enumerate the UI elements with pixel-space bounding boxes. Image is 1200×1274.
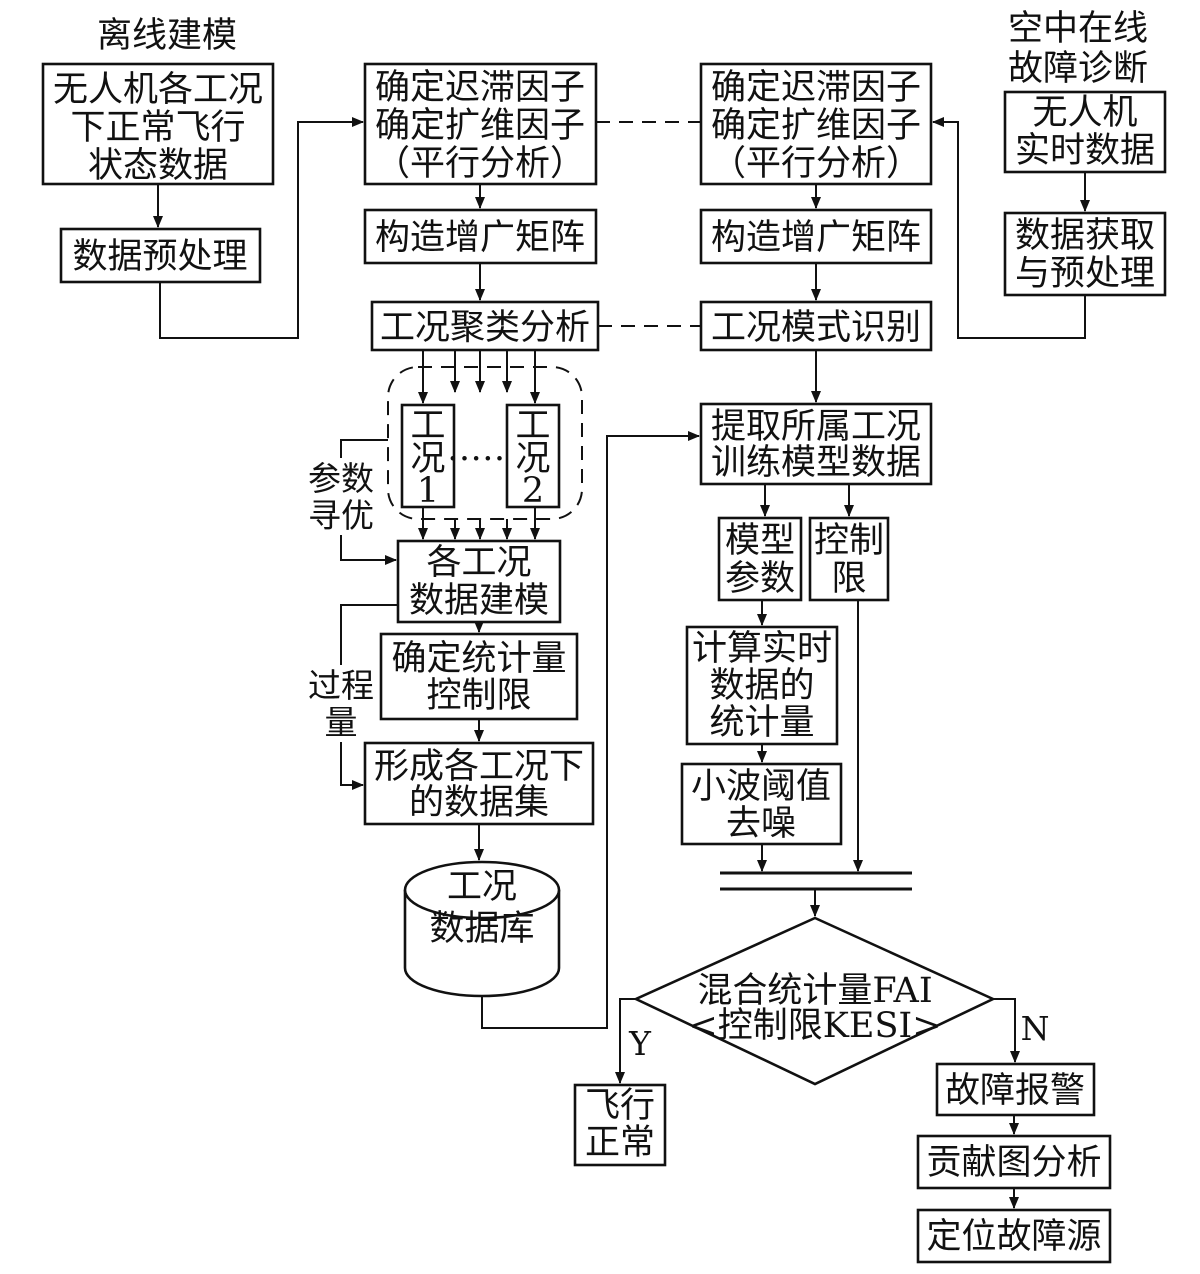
box-delay-factor-right-line1: 确定迟滞因子 (711, 68, 921, 108)
box-condition-1-line3: 1 (417, 471, 439, 511)
connectors (153, 117, 1090, 1209)
box-uav-normal-data-line1: 无人机各工况 (53, 70, 263, 110)
box-data-preprocess-label: 数据预处理 (72, 237, 247, 277)
box-condition-dataset-line2: 的数据集 (409, 783, 549, 823)
box-uav-realtime-data-line1: 无人机 (1032, 93, 1137, 133)
arrow-preprocess-to-delay-left (159, 117, 364, 339)
box-delay-factor-right-line2: 确定扩维因子 (711, 106, 921, 146)
box-data-acquire-line2: 与预处理 (1015, 254, 1155, 294)
label-process-var-line1: 过程 (308, 666, 374, 705)
box-condition-dataset-line1: 形成各工况下 (374, 747, 584, 787)
box-condition-modeling-line1: 各工况 (426, 543, 531, 583)
box-contribution-plot (916, 1134, 1112, 1190)
box-augment-matrix-left-label: 构造增广矩阵 (375, 218, 585, 258)
box-augment-matrix-left (363, 208, 598, 265)
box-locate-fault-label: 定位故障源 (926, 1217, 1101, 1257)
condition-database-line2: 数据库 (429, 909, 534, 949)
arrow-database-to-extract (481, 431, 700, 1029)
header-online-diagnosis-line2: 故障诊断 (1008, 49, 1148, 89)
box-flight-normal-line1: 飞行 (585, 1086, 655, 1126)
box-flight-normal (573, 1083, 667, 1167)
box-delay-factor-left-line2: 确定扩维因子 (375, 106, 585, 146)
box-uav-normal-data-line3: 状态数据 (88, 146, 228, 186)
decision-diamond (632, 916, 997, 1086)
box-uav-normal-data-line2: 下正常飞行 (70, 108, 245, 148)
box-condition-2-line1: 工 (515, 406, 550, 446)
label-branch-no: N (1021, 1009, 1050, 1048)
loop-param-optimize-return (340, 535, 397, 565)
box-condition-2-line3: 2 (522, 471, 544, 511)
box-delay-factor-left-line1: 确定迟滞因子 (375, 68, 585, 108)
header-online-diagnosis-line1: 空中在线 (1008, 9, 1148, 49)
box-condition-clustering-label: 工况聚类分析 (380, 308, 590, 348)
box-compute-statistic-line1: 计算实时 (692, 629, 832, 669)
box-augment-matrix-right-label: 构造增广矩阵 (711, 218, 921, 258)
box-contribution-plot-label: 贡献图分析 (926, 1143, 1101, 1183)
box-delay-factor-right-line3: （平行分析） (711, 144, 921, 184)
box-statistic-limit-line1: 确定统计量 (391, 639, 566, 679)
loop-process-var-return (340, 742, 364, 790)
box-condition-2-line2: 况 (515, 439, 550, 479)
box-extract-training-data (699, 402, 933, 486)
label-param-optimize-line2: 寻优 (308, 496, 374, 535)
box-delay-factor-left-line3: （平行分析） (375, 144, 585, 184)
box-wavelet-denoise (680, 762, 843, 846)
condition-database-top (403, 860, 561, 920)
box-statistic-limit (379, 632, 579, 721)
box-control-limit-line2: 限 (831, 559, 866, 599)
box-condition-1-line2: 况 (410, 439, 445, 479)
condition-database-line1: 工况 (447, 867, 517, 907)
box-wavelet-denoise-line1: 小波阈值 (691, 767, 831, 807)
box-condition-1-line1: 工 (410, 406, 445, 446)
box-model-params-line2: 参数 (725, 559, 795, 599)
label-param-optimize-line1: 参数 (308, 459, 374, 498)
label-process-var-line2: 量 (325, 703, 358, 742)
condition-ellipsis: …… (447, 429, 517, 469)
arrow-acquire-to-delay-right (932, 117, 1086, 339)
box-compute-statistic-line3: 统计量 (709, 703, 814, 743)
box-data-acquire-line1: 数据获取 (1015, 216, 1155, 256)
box-extract-training-data-line2: 训练模型数据 (711, 443, 921, 483)
box-locate-fault (916, 1208, 1112, 1264)
box-delay-factor-left (363, 62, 598, 186)
loop-process-var (340, 604, 398, 665)
arrow-decision-yes (615, 998, 636, 1084)
box-condition-modeling-line2: 数据建模 (409, 581, 549, 621)
box-condition-modeling (396, 539, 562, 624)
box-uav-normal-data (41, 62, 275, 186)
box-statistic-limit-line2: 控制限 (426, 676, 531, 716)
box-data-preprocess (59, 227, 262, 284)
decision-line2: <控制限KESI> (688, 1006, 941, 1046)
box-fault-alarm (935, 1062, 1096, 1117)
box-control-limit (808, 516, 890, 602)
box-data-acquire (1003, 211, 1167, 297)
box-condition-1 (400, 403, 456, 509)
box-condition-2 (505, 403, 561, 509)
box-model-params-line1: 模型 (725, 521, 795, 561)
box-uav-realtime-data (1003, 90, 1167, 174)
arrow-decision-no (993, 998, 1020, 1063)
loop-param-optimize (340, 439, 388, 458)
header-offline-modeling: 离线建模 (97, 16, 237, 56)
box-condition-clustering (370, 300, 600, 352)
decision-line1: 混合统计量FAI (697, 971, 932, 1011)
box-extract-training-data-line1: 提取所属工况 (711, 407, 921, 447)
box-wavelet-denoise-line2: 去噪 (726, 804, 796, 844)
box-uav-realtime-data-line2: 实时数据 (1015, 131, 1155, 171)
box-pattern-recognition-label: 工况模式识别 (711, 308, 921, 348)
box-flight-normal-line2: 正常 (585, 1123, 655, 1163)
box-control-limit-line1: 控制 (814, 521, 884, 561)
box-condition-dataset (363, 741, 595, 826)
box-compute-statistic-line2: 数据的 (709, 666, 814, 706)
box-fault-alarm-label: 故障报警 (945, 1071, 1085, 1111)
label-branch-yes: Y (628, 1024, 652, 1063)
box-model-params (717, 516, 803, 602)
